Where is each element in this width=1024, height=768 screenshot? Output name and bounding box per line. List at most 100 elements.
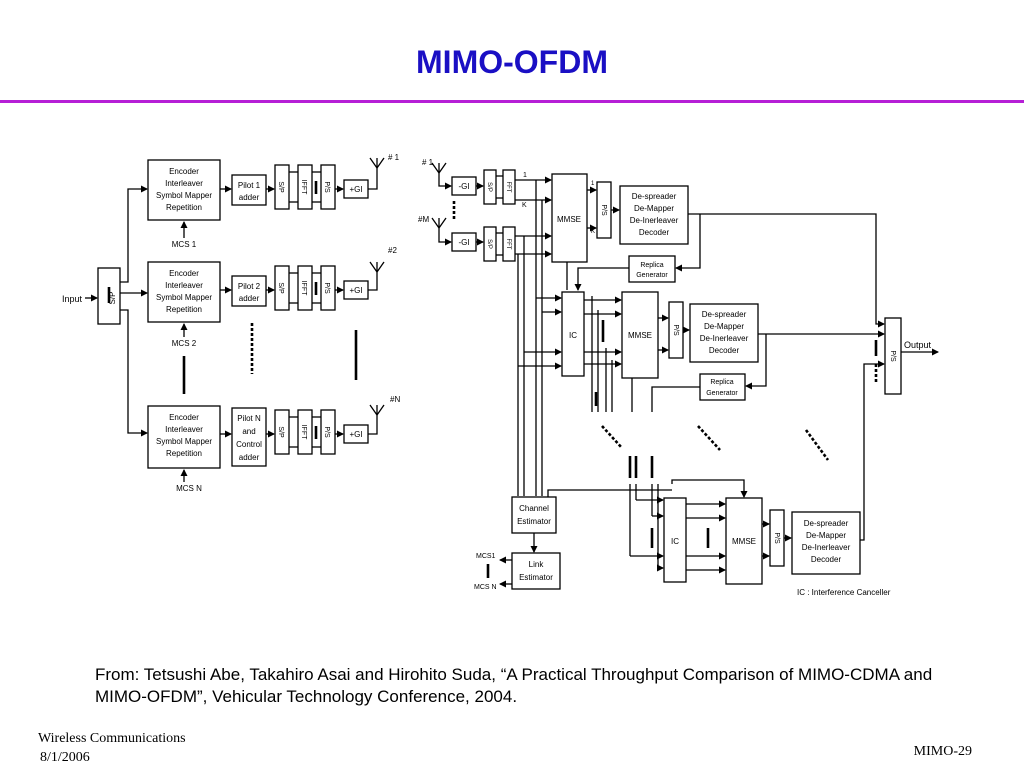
- footer-course: Wireless Communications: [38, 731, 186, 746]
- rxm-minus-gi-label: -GI: [458, 238, 469, 247]
- citation: From: Tetsushi Abe, Takahiro Asai and Hi…: [95, 665, 933, 706]
- encoder-n-line1: Encoder: [169, 413, 199, 422]
- encoder-block-n: [147, 405, 221, 469]
- rx1-fft-label: FFT: [505, 182, 511, 193]
- pilotn-line3: Control: [236, 440, 262, 449]
- decoder-n-line3: De-Inerleaver: [802, 543, 851, 552]
- decoder-2-line1: De-spreader: [702, 310, 747, 319]
- ic-stage-n: [663, 497, 687, 583]
- encoder-2-line1: Encoder: [169, 269, 199, 278]
- tx1-gi-label: +GI: [349, 185, 362, 194]
- txn-ps: [320, 409, 336, 455]
- decoder-2-line3: De-Inerleaver: [700, 334, 749, 343]
- rx1-sp-label: S/P: [486, 182, 492, 192]
- txn-gi-label: +GI: [349, 430, 362, 439]
- txn-ifft-label: IFFT: [300, 425, 307, 440]
- mcs1-label: MCS 1: [172, 240, 197, 249]
- txn-ifft: [297, 409, 313, 455]
- tx-antenna-n-label: #N: [390, 395, 400, 404]
- tx2-gi-label: +GI: [349, 286, 362, 295]
- encoder-2-line4: Repetition: [166, 305, 202, 314]
- tx-antenna-2-icon: [369, 261, 385, 274]
- ps-1-k1-label: 1: [591, 181, 595, 187]
- ps-n-label: P/S: [773, 532, 780, 544]
- ic-stage-2: [561, 291, 585, 377]
- encoder-2-line3: Symbol Mapper: [156, 293, 212, 302]
- tx2-ifft-label: IFFT: [300, 281, 307, 296]
- pilotn-line2: and: [242, 427, 255, 436]
- footer-date: 8/1/2006: [40, 750, 90, 765]
- tx-antenna-1-label: # 1: [388, 153, 400, 162]
- ic-note: IC : Interference Canceller: [797, 588, 891, 597]
- txn-ps-label: P/S: [323, 426, 330, 438]
- decoder-2-line2: De-Mapper: [704, 322, 744, 331]
- tx-antenna-2-label: #2: [388, 246, 397, 255]
- rx1-minus-gi-label: -GI: [458, 182, 469, 191]
- tx1-ps: [320, 164, 336, 210]
- encoder-1-line1: Encoder: [169, 167, 199, 176]
- title-divider: [0, 100, 1024, 103]
- tx2-ps: [320, 265, 336, 311]
- encoder-block-1: [147, 159, 221, 221]
- pilotn-adder: [231, 407, 267, 467]
- page-title: MIMO-OFDM: [416, 44, 608, 80]
- rxm-sp-label: S/P: [486, 239, 492, 249]
- tx1-ifft: [297, 164, 313, 210]
- decoder-n-line1: De-spreader: [804, 519, 849, 528]
- mcsn-label: MCS N: [176, 484, 202, 493]
- rx1-sp: [483, 169, 497, 205]
- rxm-fft: [502, 226, 516, 262]
- tx-antenna-1-icon: [369, 157, 385, 170]
- ps-1-label: P/S: [600, 204, 607, 216]
- rxm-sp: [483, 226, 497, 262]
- rx1-k1-label: 1: [523, 172, 527, 179]
- encoder-1-line2: Interleaver: [165, 179, 203, 188]
- rx-antenna-m-label: #M: [418, 215, 429, 224]
- link-estimator-line2: Estimator: [519, 573, 553, 582]
- replica-2-line2: Generator: [706, 390, 738, 397]
- encoder-n-line2: Interleaver: [165, 425, 203, 434]
- decoder-n-line4: Decoder: [811, 555, 842, 564]
- mcs1-out-label: MCS1: [476, 553, 496, 560]
- tx1-sp: [274, 164, 290, 210]
- tx1-ps-label: P/S: [323, 181, 330, 193]
- output-ps: [884, 317, 902, 395]
- mcs2-label: MCS 2: [172, 339, 197, 348]
- decoder-1-line2: De-Mapper: [634, 204, 674, 213]
- rx1-k-label: K: [522, 202, 527, 209]
- pilot1-adder: [231, 174, 267, 206]
- encoder-n-line3: Symbol Mapper: [156, 437, 212, 446]
- link-estimator: [511, 552, 561, 590]
- rxm-fft-label: FFT: [505, 239, 511, 250]
- encoder-1-line3: Symbol Mapper: [156, 191, 212, 200]
- tx2-ifft: [297, 265, 313, 311]
- encoder-2-line2: Interleaver: [165, 281, 203, 290]
- mmse-stage-2: [621, 291, 659, 379]
- mcsn-out-label: MCS N: [474, 584, 497, 591]
- pilotn-line4: adder: [239, 453, 260, 462]
- replica-2-line1: Replica: [710, 379, 733, 386]
- txn-sp-label: S/P: [277, 426, 284, 438]
- mmse-2-label: MMSE: [628, 331, 652, 340]
- link-estimator-line1: Link: [529, 560, 545, 569]
- tx2-ps-label: P/S: [323, 282, 330, 294]
- mmse-stage-1: [551, 173, 588, 263]
- pilotn-line1: Pilot N: [237, 414, 261, 423]
- replica-generator-1: [628, 255, 676, 283]
- ic-n-label: IC: [671, 537, 679, 546]
- slide-number: MIMO-29: [913, 744, 972, 759]
- rx1-fft: [502, 169, 516, 205]
- pilot1-line2: adder: [239, 193, 260, 202]
- decoder-1-line3: De-Inerleaver: [630, 216, 679, 225]
- input-label: Input: [62, 294, 83, 304]
- rx-antenna-1-label: # 1: [422, 158, 434, 167]
- replica-1-line2: Generator: [636, 272, 668, 279]
- tx2-sp: [274, 265, 290, 311]
- ps-2-label: P/S: [672, 324, 679, 336]
- output-label: Output: [904, 340, 932, 350]
- ps-1-k-label: K: [591, 229, 595, 235]
- channel-estimator: [511, 496, 557, 534]
- encoder-block-2: [147, 261, 221, 323]
- footer-left: Wireless Communications 8/1/2006: [38, 729, 186, 767]
- decoder-stage-n: [791, 511, 861, 575]
